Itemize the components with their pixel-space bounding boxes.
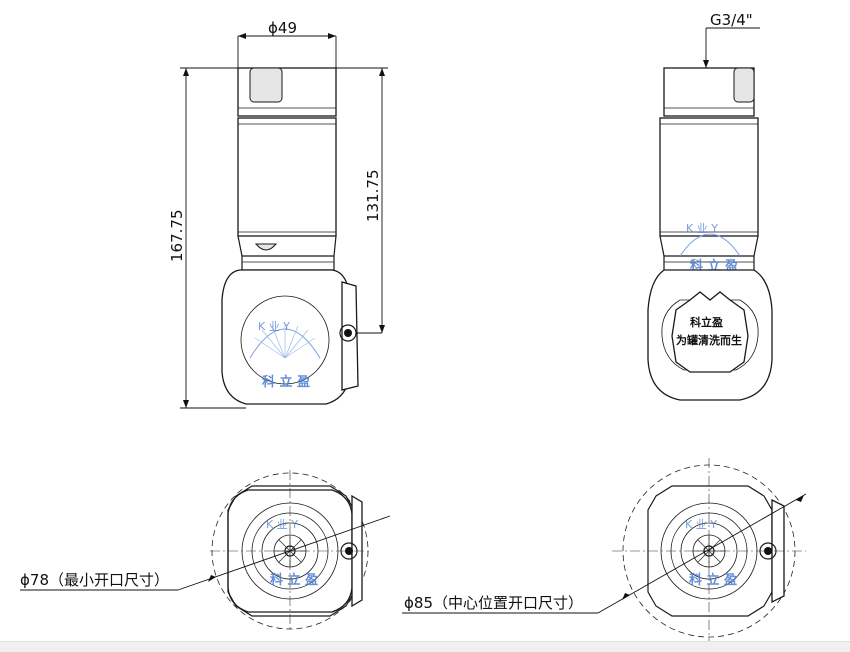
- page-footer: [0, 641, 850, 652]
- nozzle-disc: [240, 295, 330, 385]
- brand-watermark: K 业 Y 科 立 盈: [249, 320, 321, 390]
- dim-partial-height: 131.75: [364, 170, 382, 223]
- svg-text:K 业 Y: K 业 Y: [266, 518, 298, 531]
- svg-text:科 立 盈: 科 立 盈: [270, 572, 318, 588]
- nozzle-label-2: 为罐清洗而生: [676, 333, 742, 347]
- watermark-letters: K 业 Y: [258, 320, 290, 333]
- svg-text:科 立 盈: 科 立 盈: [689, 572, 737, 588]
- side-main-body: [659, 117, 759, 237]
- cap-lug: [249, 67, 283, 103]
- dim-total-height: 167.75: [168, 210, 186, 263]
- nozzle-face: [671, 291, 749, 373]
- watermark-brand: 科 立 盈: [262, 374, 310, 390]
- dim-top-diameter: ϕ49: [268, 19, 297, 37]
- front-view: K 业 Y 科 立 盈 ϕ49 167.75 131.75: [168, 19, 388, 409]
- side-view: K 业 Y 科 立 盈 科立盈 为罐清洗而生 G3/4": [647, 11, 773, 401]
- main-body: [237, 117, 337, 237]
- svg-text:K 业 Y: K 业 Y: [686, 222, 718, 235]
- dim-thread: G3/4": [710, 11, 753, 29]
- nozzle-label-1: 科立盈: [690, 315, 723, 329]
- dim-center-opening: ϕ85（中心位置开口尺寸）: [404, 594, 583, 612]
- dim-min-opening: ϕ78（最小开口尺寸）: [20, 571, 169, 589]
- plan-view-left: K 业 Y 科 立 盈 ϕ78（最小开口尺寸）: [20, 470, 391, 632]
- plan-view-right: K 业 Y 科 立 盈 ϕ85（中心位置开口尺寸）: [402, 458, 807, 644]
- svg-text:K 业 Y: K 业 Y: [685, 518, 717, 531]
